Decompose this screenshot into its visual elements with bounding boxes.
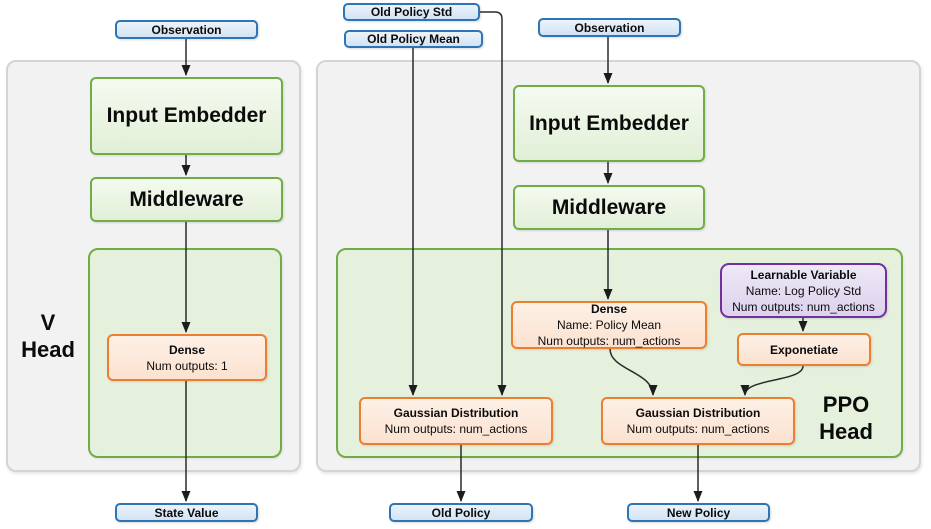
node-learnable-variable: Learnable Variable Name: Log Policy Std … <box>720 263 887 318</box>
node-old-policy-std-label: Old Policy Std <box>370 5 453 19</box>
node-state-value-label: State Value <box>154 505 219 520</box>
v-head-label-line2: Head <box>21 337 75 362</box>
ppo-head-label-line2: Head <box>819 419 873 444</box>
node-learnable-variable-line1: Name: Log Policy Std <box>745 283 862 298</box>
node-middleware-ppo: Middleware <box>513 185 705 230</box>
node-middleware-v-label: Middleware <box>129 187 244 211</box>
node-dense-policy-mean: Dense Name: Policy Mean Num outputs: num… <box>511 301 707 349</box>
node-dense-v: Dense Num outputs: 1 <box>107 334 267 381</box>
node-observation-v: Observation <box>115 20 258 39</box>
node-middleware-v: Middleware <box>90 177 283 222</box>
node-exponetiate-title: Exponetiate <box>769 342 838 357</box>
node-gaussian-new-title: Gaussian Distribution <box>635 406 761 420</box>
node-observation-ppo: Observation <box>538 18 681 37</box>
node-gaussian-new-subtitle: Num outputs: num_actions <box>626 422 770 436</box>
node-old-policy-std: Old Policy Std <box>343 3 480 21</box>
node-dense-v-title: Dense <box>168 342 206 357</box>
node-state-value: State Value <box>115 503 258 522</box>
node-old-policy-mean-label: Old Policy Mean <box>367 32 460 46</box>
node-input-embedder-v-label: Input Embedder <box>106 104 267 127</box>
node-old-policy-mean: Old Policy Mean <box>344 30 483 48</box>
node-input-embedder-ppo: Input Embedder <box>513 85 705 162</box>
v-head-label: V Head <box>8 309 88 363</box>
node-gaussian-distribution-old: Gaussian Distribution Num outputs: num_a… <box>359 397 553 445</box>
node-dense-policy-mean-line1: Name: Policy Mean <box>556 318 662 332</box>
node-learnable-variable-title: Learnable Variable <box>750 267 857 282</box>
node-dense-policy-mean-title: Dense <box>590 302 628 316</box>
node-old-policy: Old Policy <box>389 503 533 522</box>
node-dense-policy-mean-line2: Num outputs: num_actions <box>537 334 681 348</box>
node-gaussian-old-title: Gaussian Distribution <box>393 406 519 420</box>
node-observation-ppo-label: Observation <box>574 20 645 35</box>
node-input-embedder-v: Input Embedder <box>90 77 283 155</box>
node-middleware-ppo-label: Middleware <box>551 195 667 219</box>
ppo-head-label-line1: PPO <box>822 392 870 417</box>
node-new-policy-label: New Policy <box>666 505 731 520</box>
node-dense-v-subtitle: Num outputs: 1 <box>146 358 228 373</box>
node-input-embedder-ppo-label: Input Embedder <box>529 111 689 135</box>
node-gaussian-old-subtitle: Num outputs: num_actions <box>384 422 528 436</box>
node-gaussian-distribution-new: Gaussian Distribution Num outputs: num_a… <box>601 397 795 445</box>
node-learnable-variable-line2: Num outputs: num_actions <box>732 299 875 314</box>
ppo-head-label: PPO Head <box>803 391 889 445</box>
node-observation-v-label: Observation <box>151 22 222 37</box>
node-exponetiate: Exponetiate <box>737 333 871 366</box>
v-head-label-line1: V <box>40 310 56 335</box>
node-new-policy: New Policy <box>627 503 770 522</box>
node-old-policy-label: Old Policy <box>431 505 491 520</box>
